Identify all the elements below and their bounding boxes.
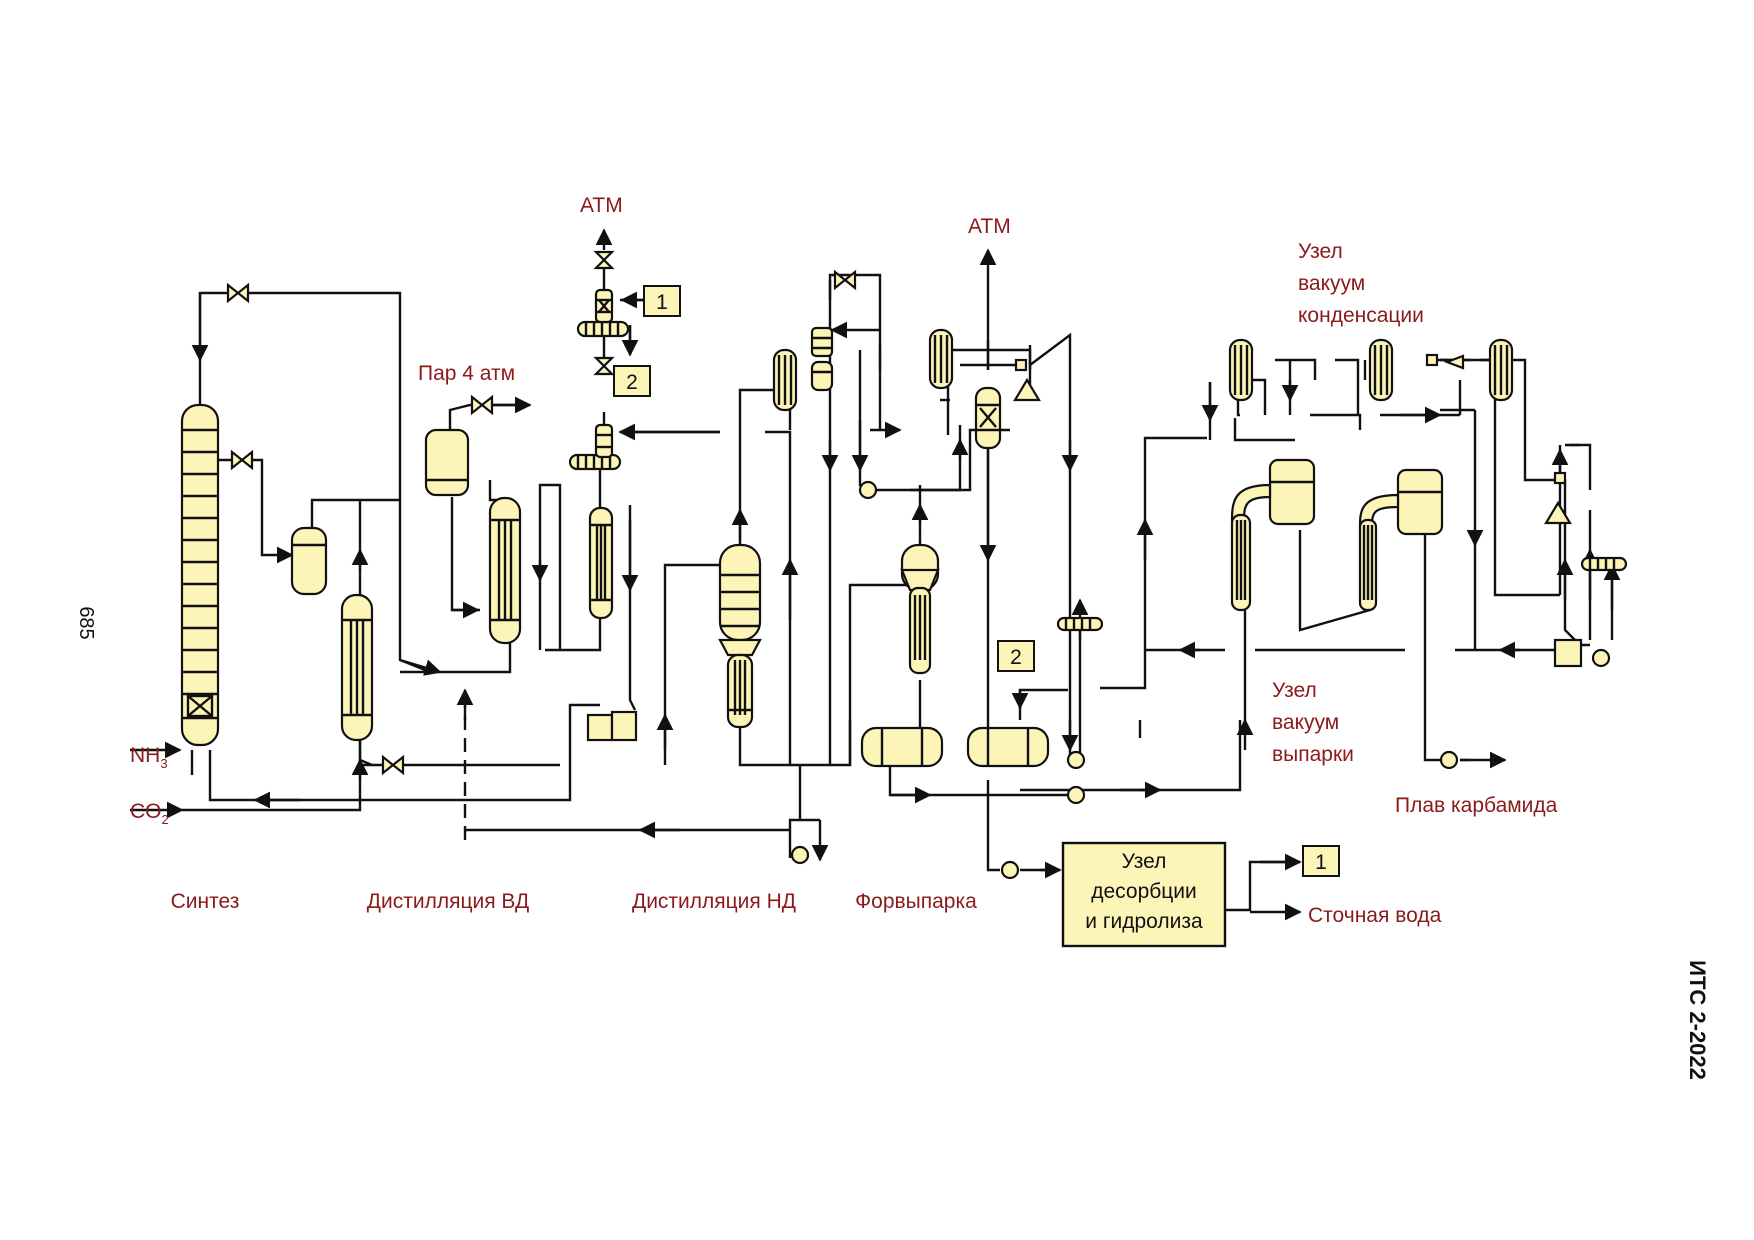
nh3-label: NH3 — [130, 744, 168, 771]
connector-label: 2 — [1010, 646, 1022, 669]
valve-icon — [833, 269, 857, 291]
section-label: Форвыпарка — [855, 890, 977, 913]
pump-icon — [1591, 648, 1611, 668]
valve-icon — [1544, 500, 1572, 525]
heat-exchanger — [1056, 616, 1104, 632]
vac-cond-label: конденсации — [1298, 304, 1424, 327]
vac-evap-label: Узел — [1272, 679, 1317, 702]
pump-tank — [610, 710, 638, 742]
ejector-icon — [1425, 353, 1439, 367]
pump-icon — [1439, 750, 1459, 770]
pump-icon — [1066, 750, 1086, 770]
equipment — [180, 288, 1628, 880]
desorption-line: Узел — [1122, 850, 1167, 873]
collector-tank — [860, 726, 944, 768]
connector-label: 2 — [626, 371, 638, 394]
separator-vessel — [290, 526, 328, 596]
valve-icon — [230, 449, 254, 471]
valve-icon — [1013, 377, 1041, 402]
desorption-hydrolysis-unit: Узел десорбции и гидролиза — [1061, 841, 1227, 948]
valve-icon — [381, 754, 405, 776]
atm-label-left: АТМ — [580, 194, 623, 217]
atm-label-right: АТМ — [968, 215, 1011, 238]
steam-label: Пар 4 атм — [418, 362, 515, 385]
pump-icon — [1066, 785, 1086, 805]
vacuum-separator — [1268, 458, 1316, 526]
vac-evap-label: вакуум — [1272, 711, 1339, 734]
absorber — [594, 423, 614, 459]
ejector-icon — [1014, 358, 1028, 372]
valve-icon — [593, 250, 615, 270]
heat-exchanger — [1580, 556, 1628, 572]
lp-absorber — [810, 360, 834, 392]
connector-label: 1 — [656, 291, 668, 314]
valve-icon — [470, 394, 494, 416]
valve-icon — [226, 282, 250, 304]
vac-cond-label: вакуум — [1298, 272, 1365, 295]
page-number: 685 — [75, 606, 97, 639]
pump-icon — [858, 480, 878, 500]
section-label: Дистилляция НД — [632, 890, 796, 913]
waste-water-label: Сточная вода — [1308, 904, 1442, 927]
section-label: Синтез — [171, 890, 240, 913]
melt-label: Плав карбамида — [1395, 794, 1558, 817]
valves — [226, 250, 1572, 776]
desorption-line: и гидролиза — [1085, 910, 1203, 933]
pump-icon — [1000, 860, 1020, 880]
section-label: Дистилляция ВД — [367, 890, 529, 913]
pump-icon — [790, 845, 810, 865]
co2-label: CO2 — [130, 800, 169, 827]
synthesis-column — [180, 403, 220, 747]
labels: АТМ АТМ Пар 4 атм Узел вакуум конденсаци… — [130, 194, 1558, 927]
condensate-vessel — [424, 428, 470, 497]
piping — [130, 228, 1621, 921]
vacuum-separator — [1396, 468, 1444, 536]
vacuum-tank — [1553, 638, 1583, 668]
document-code: ИТС 2-2022 — [1685, 960, 1710, 1080]
ejector-icon — [1443, 354, 1465, 370]
pump-tank — [586, 713, 614, 742]
connectors: 1 2 2 1 — [613, 285, 1340, 877]
valve-icon — [593, 356, 615, 376]
collector-tank — [966, 726, 1050, 768]
ejector-icon — [1553, 471, 1567, 485]
vac-cond-label: Узел — [1298, 240, 1343, 263]
vac-evap-label: выпарки — [1272, 743, 1354, 766]
connector-label: 1 — [1315, 851, 1327, 874]
lp-scrubber — [810, 326, 834, 358]
desorption-line: десорбции — [1091, 880, 1197, 903]
